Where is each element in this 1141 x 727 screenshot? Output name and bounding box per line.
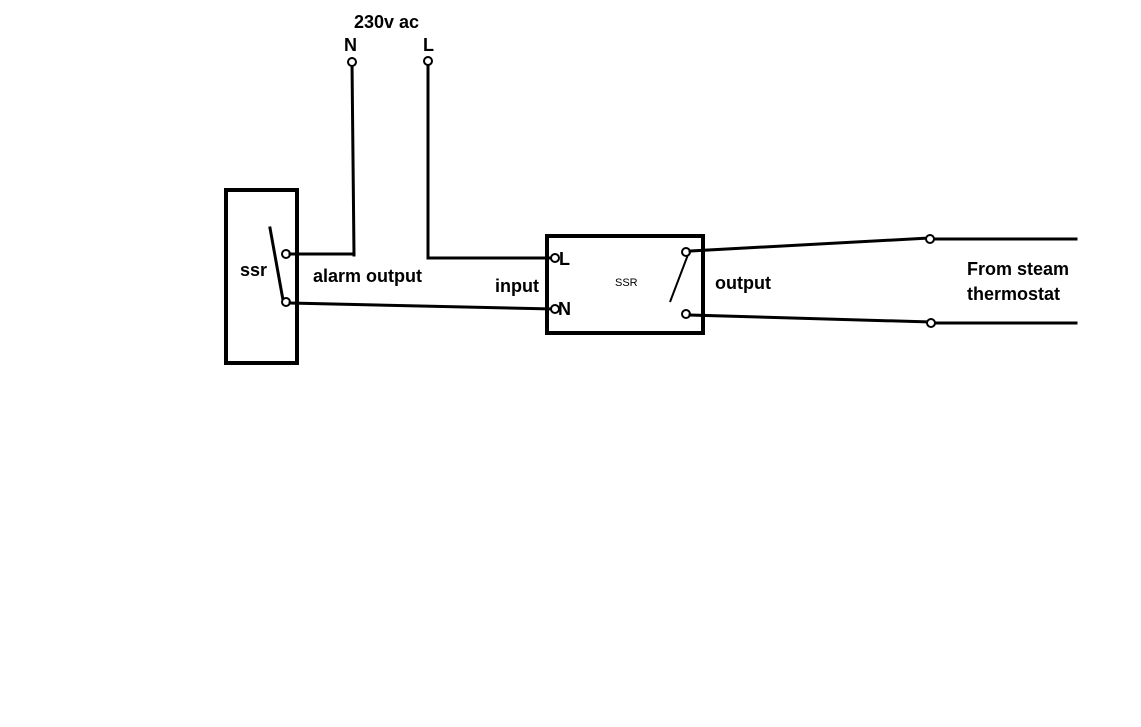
- main-ssr-label: SSR: [615, 277, 638, 289]
- alarm-output-label: alarm output: [313, 266, 422, 286]
- main-ssr-box: [545, 234, 705, 335]
- output-top-wire: [688, 236, 932, 253]
- supply-neutral-terminal: [347, 57, 357, 67]
- neutral-supply-wire: [350, 60, 356, 257]
- thermostat-label-line2: thermostat: [967, 284, 1060, 304]
- alarm-relay-label: ssr: [240, 260, 267, 280]
- alarm-relay-switch-contact: [268, 226, 285, 302]
- thermostat-top-terminal: [925, 234, 935, 244]
- supply-live-terminal: [423, 56, 433, 66]
- output-bottom-wire: [688, 313, 932, 324]
- thermostat-label-line1: From steam: [967, 259, 1069, 279]
- ssr-output-label: output: [715, 273, 771, 293]
- ssr-l-label: L: [559, 249, 570, 269]
- thermostat-bottom-terminal: [926, 318, 936, 328]
- supply-title: 230v ac: [354, 12, 419, 32]
- alarm-to-ssr-n-wire: [288, 301, 554, 311]
- ssr-n-label: N: [558, 299, 571, 319]
- ssr-switch-contact: [669, 251, 690, 303]
- supply-neutral-label: N: [344, 35, 357, 55]
- ssr-l-terminal: [550, 253, 560, 263]
- ssr-n-terminal: [550, 304, 560, 314]
- ssr-input-label: input: [495, 276, 539, 296]
- alarm-relay-box: [224, 188, 299, 365]
- supply-live-label: L: [423, 35, 434, 55]
